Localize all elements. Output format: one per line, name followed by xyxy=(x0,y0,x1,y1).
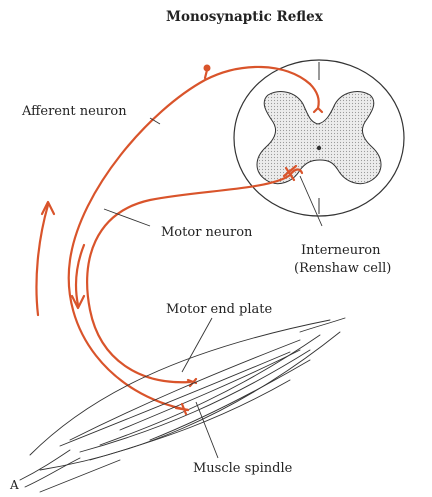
motor-neuron-label: Motor neuron xyxy=(161,225,252,240)
muscle-spindle-label: Muscle spindle xyxy=(193,461,292,476)
renshaw-cell-label: (Renshaw cell) xyxy=(294,261,391,276)
motor-end-plate-label: Motor end plate xyxy=(166,302,272,317)
afferent-neuron-label: Afferent neuron xyxy=(22,104,127,119)
panel-label: A xyxy=(10,478,19,493)
spinal-cord-section xyxy=(234,60,404,216)
diagram-title: Monosynaptic Reflex xyxy=(166,10,323,25)
direction-arrows xyxy=(36,202,84,315)
interneuron-label: Interneuron xyxy=(301,243,381,258)
